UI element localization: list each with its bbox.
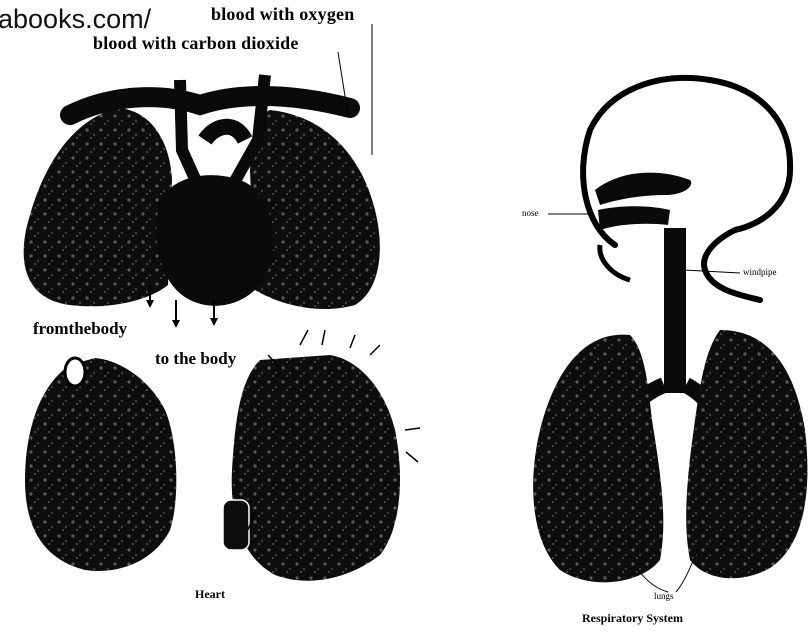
label-windpipe: windpipe (743, 268, 777, 277)
left-lung-shape (24, 108, 172, 306)
caption-heart: Heart (195, 588, 225, 600)
vessel-center (205, 127, 245, 140)
right-lung-shape (250, 110, 380, 309)
heart-side-illustration (223, 330, 420, 581)
label-nose: nose (522, 209, 539, 218)
windpipe-shape (664, 228, 686, 393)
respiratory-left-lung (533, 335, 663, 583)
respiratory-system-illustration (533, 78, 807, 592)
heart-front-illustration (25, 358, 176, 571)
label-blood-with-oxygen: blood with oxygen (211, 5, 354, 23)
label-from-the-body: fromthebody (33, 320, 127, 337)
label-lungs: lungs (654, 592, 674, 601)
lungs-with-heart-illustration (24, 24, 380, 328)
caption-respiratory-system: Respiratory System (582, 612, 683, 624)
watermark-text: abooks.com/ (0, 6, 151, 33)
respiratory-right-lung (686, 330, 807, 578)
label-to-the-body: to the body (155, 350, 236, 367)
central-heart-shape (156, 175, 273, 306)
label-blood-with-carbon-dioxide: blood with carbon dioxide (93, 34, 299, 52)
